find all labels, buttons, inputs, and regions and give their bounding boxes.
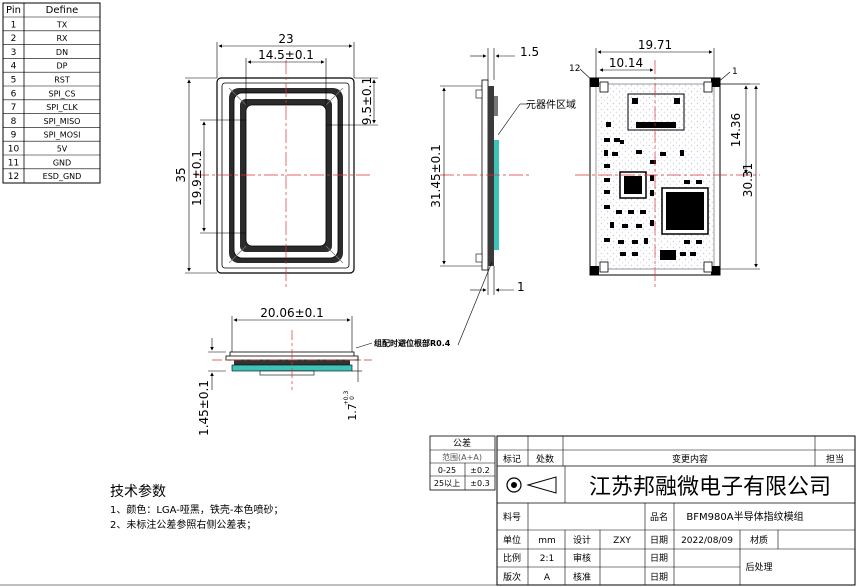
dim-side-thickness: 1.5 bbox=[520, 45, 539, 59]
pin-number: 11 bbox=[8, 158, 19, 168]
back-view: 19.71 10.14 12 1 14.36 30.31 bbox=[569, 38, 760, 290]
tolerance-value-1: ±0.2 bbox=[470, 466, 489, 475]
pin-number: 4 bbox=[11, 62, 17, 72]
tolerance-value-2: ±0.3 bbox=[470, 479, 489, 488]
version-value: A bbox=[544, 573, 551, 583]
lbl-scale: 比例 bbox=[503, 552, 521, 564]
pin-number: 7 bbox=[11, 103, 17, 113]
pin-define: 5V bbox=[57, 145, 68, 154]
define-header: Define bbox=[46, 5, 79, 16]
pin-define: DP bbox=[57, 62, 68, 71]
pin-header: Pin bbox=[6, 5, 21, 16]
unit-value: mm bbox=[538, 536, 556, 546]
pin-define: TX bbox=[56, 20, 68, 29]
dim-back-top: 14.36 bbox=[729, 113, 743, 147]
lbl-date-2: 日期 bbox=[650, 553, 668, 564]
dim-bottom-height: 1.45±0.1 bbox=[197, 380, 211, 436]
front-view: 23 14.5±0.1 9.5±0.1 35 19.9±0.1 bbox=[174, 32, 378, 290]
pin-number: 8 bbox=[11, 117, 17, 127]
pin-define: GND bbox=[53, 158, 71, 167]
pin-table: Pin Define 1 TX 2 RX 3 DN 4 DP 5 RST 6 SPI_CS 7 SPI_C… bbox=[2, 2, 101, 184]
designer-value: ZXY bbox=[613, 536, 631, 546]
pin-define: SPI_CLK bbox=[46, 103, 78, 112]
pin-number: 12 bbox=[8, 172, 19, 182]
label-assembly-note: 组配时避位根部R0.4 bbox=[374, 338, 451, 348]
pin-define: SPI_CS bbox=[49, 89, 76, 98]
pin-number: 6 bbox=[11, 89, 17, 99]
dim-bottom-thin: 1.7 bbox=[346, 403, 359, 421]
title-block: 标记 处数 变更内容 担当 江苏邦融微电子有限公司 料号 品名 BFM980A半… bbox=[496, 435, 856, 586]
lbl-part-no: 料号 bbox=[503, 511, 521, 523]
dim-front-window-height: 19.9±0.1 bbox=[190, 150, 204, 206]
dim-back-height: 30.31 bbox=[741, 163, 755, 197]
pin-number: 10 bbox=[8, 145, 20, 155]
company-logo-cone bbox=[526, 476, 557, 494]
pin-define: ESD_GND bbox=[43, 172, 82, 181]
dim-front-top-offset: 9.5±0.1 bbox=[360, 77, 374, 125]
hdr-sign: 担当 bbox=[826, 453, 844, 465]
pin-number: 5 bbox=[11, 76, 17, 86]
pin-define: DN bbox=[56, 48, 68, 57]
company-name: 江苏邦融微电子有限公司 bbox=[589, 475, 831, 500]
lbl-material: 材质 bbox=[750, 534, 768, 546]
dim-bottom-width: 20.06±0.1 bbox=[260, 306, 324, 320]
dim-bottom-thin-tol-bottom: 0 bbox=[349, 396, 356, 400]
label-component-area: 元器件区域 bbox=[526, 98, 576, 111]
pin-number: 2 bbox=[11, 34, 17, 44]
tech-line-1: 1、颜色：LGA-哑黑，铁壳-本色喷砂； bbox=[110, 503, 284, 516]
bottom-view: 20.06±0.1 组配时避位根部R0.4 1.45±0.1 1.7 +0.3 … bbox=[197, 306, 451, 436]
tolerance-range-1: 0-25 bbox=[438, 466, 456, 475]
lbl-approve: 核准 bbox=[573, 571, 591, 583]
hdr-count: 处数 bbox=[536, 453, 554, 465]
dim-front-height: 35 bbox=[174, 167, 188, 182]
product-name: BFM980A半导体指纹模组 bbox=[686, 510, 803, 523]
lbl-review: 审核 bbox=[573, 552, 591, 564]
tech-notes: 技术参数 1、颜色：LGA-哑黑，铁壳-本色喷砂； 2、未标注公差参照右侧公差表… bbox=[110, 483, 284, 531]
dim-side-height: 31.45±0.1 bbox=[429, 144, 443, 208]
dim-back-offset: 10.14 bbox=[609, 56, 643, 70]
pin-define: RST bbox=[54, 76, 70, 85]
lbl-post-process: 后处理 bbox=[745, 561, 772, 573]
scale-value: 2:1 bbox=[540, 554, 554, 564]
date-value: 2022/08/09 bbox=[681, 536, 733, 546]
side-view: 1.5 31.45±0.1 1 元器件区域 bbox=[429, 45, 576, 346]
tolerance-header: 范围(A+A) bbox=[442, 452, 482, 462]
dim-front-window-width: 14.5±0.1 bbox=[258, 48, 314, 62]
pin-number: 1 bbox=[11, 20, 17, 30]
tolerance-table: 公差 范围(A+A) 0-25 ±0.2 25以上 ±0.3 bbox=[429, 435, 496, 491]
lbl-version: 版次 bbox=[503, 571, 521, 583]
company-logo-circle bbox=[506, 477, 522, 493]
dim-front-width: 23 bbox=[278, 32, 293, 46]
lbl-product: 品名 bbox=[650, 511, 668, 523]
lbl-unit: 单位 bbox=[503, 534, 521, 546]
dim-bottom-thin-tol-top: +0.3 bbox=[343, 391, 350, 406]
tolerance-range-2: 25以上 bbox=[434, 479, 460, 488]
hdr-change: 变更内容 bbox=[672, 453, 708, 465]
pin-define: SPI_MISO bbox=[44, 117, 81, 126]
pin-define: RX bbox=[56, 34, 68, 43]
tolerance-title: 公差 bbox=[453, 437, 471, 449]
lbl-date-3: 日期 bbox=[650, 572, 668, 583]
pin-define: SPI_MOSI bbox=[44, 131, 81, 140]
back-pin-label-1: 1 bbox=[732, 67, 738, 77]
tech-line-2: 2、未标注公差参照右侧公差表； bbox=[110, 518, 256, 531]
tech-title: 技术参数 bbox=[110, 483, 166, 500]
dim-back-width: 19.71 bbox=[638, 38, 672, 52]
lbl-design: 设计 bbox=[573, 534, 591, 546]
dim-side-bottom: 1 bbox=[517, 280, 525, 294]
back-pin-label-12: 12 bbox=[569, 64, 580, 74]
hdr-mark: 标记 bbox=[503, 453, 521, 465]
pin-number: 3 bbox=[11, 48, 17, 58]
lbl-date: 日期 bbox=[650, 535, 668, 546]
pin-number: 9 bbox=[11, 131, 17, 141]
